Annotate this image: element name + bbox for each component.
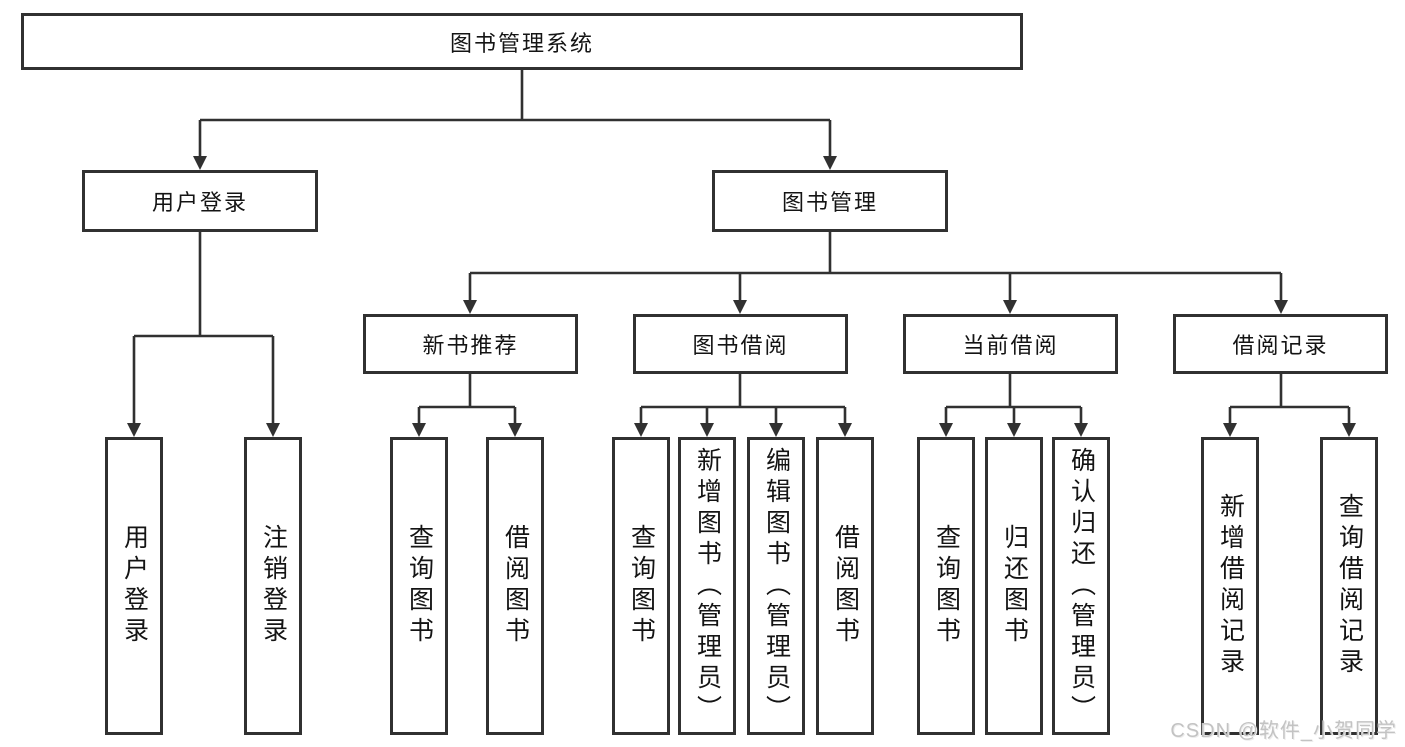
leaf-label: 查询图书: [627, 524, 656, 648]
leaf-label: 确认归还（管理员）: [1067, 446, 1096, 726]
leaf-return-book: 归还图书: [985, 437, 1043, 735]
leaf-label: 归还图书: [1000, 524, 1029, 648]
node-library-management-system: 图书管理系统: [21, 13, 1023, 70]
leaf-confirm-return-admin: 确认归还（管理员）: [1052, 437, 1110, 735]
leaf-user-login: 用户登录: [105, 437, 163, 735]
csdn-watermark: CSDN @软件_小贺同学: [1170, 720, 1397, 742]
leaf-label: 注销登录: [259, 524, 288, 648]
leaf-label: 查询图书: [405, 524, 434, 648]
node-borrowing-records: 借阅记录: [1173, 314, 1388, 374]
node-book-borrowing: 图书借阅: [633, 314, 848, 374]
leaf-query-borrow-record: 查询借阅记录: [1320, 437, 1378, 735]
node-book-management: 图书管理: [712, 170, 948, 232]
leaf-label: 编辑图书（管理员）: [762, 446, 791, 726]
leaf-label: 借阅图书: [501, 524, 530, 648]
node-user-login: 用户登录: [82, 170, 318, 232]
leaf-label: 新增图书（管理员）: [693, 446, 722, 726]
leaf-borrow-books-borrow: 借阅图书: [816, 437, 874, 735]
leaf-edit-book-admin: 编辑图书（管理员）: [747, 437, 805, 735]
leaf-query-books-borrow: 查询图书: [612, 437, 670, 735]
leaf-add-borrow-record: 新增借阅记录: [1201, 437, 1259, 735]
leaf-label: 新增借阅记录: [1216, 493, 1245, 679]
leaf-add-book-admin: 新增图书（管理员）: [678, 437, 736, 735]
leaf-query-books-current: 查询图书: [917, 437, 975, 735]
leaf-logout: 注销登录: [244, 437, 302, 735]
leaf-query-books-recommend: 查询图书: [390, 437, 448, 735]
node-new-book-recommendation: 新书推荐: [363, 314, 578, 374]
leaf-borrow-books-recommend: 借阅图书: [486, 437, 544, 735]
leaf-label: 用户登录: [120, 524, 149, 648]
leaf-label: 查询借阅记录: [1335, 493, 1364, 679]
node-current-borrowing: 当前借阅: [903, 314, 1118, 374]
leaf-label: 借阅图书: [831, 524, 860, 648]
leaf-label: 查询图书: [932, 524, 961, 648]
